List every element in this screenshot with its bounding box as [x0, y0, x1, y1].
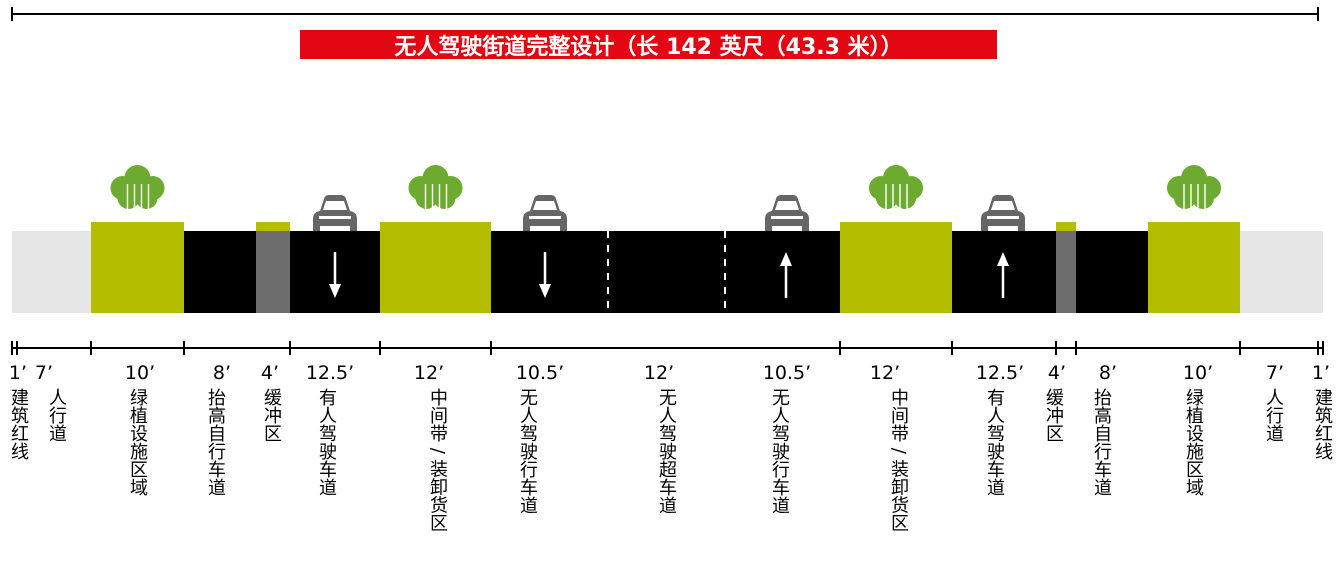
segment-name-label: 中间带 / 装卸货区 [888, 388, 909, 532]
segment-planter [1148, 222, 1240, 313]
segment-name-label: 抬高自行车道 [205, 388, 226, 496]
segment-sidewalk [17, 231, 91, 313]
segment-name-label: 绿植设施区域 [1183, 388, 1204, 496]
segment-planter [380, 222, 491, 313]
segment-name-label: 绿植设施区域 [127, 388, 148, 496]
segment-buffer [256, 222, 290, 313]
segment-width-label: 1’ [1311, 362, 1331, 384]
arrow-up-icon [780, 252, 792, 298]
segment-width-label: 10’ [124, 362, 156, 384]
segment-name-label: 抬高自行车道 [1091, 388, 1112, 496]
overall-rule-right-tick [1317, 7, 1319, 21]
segment-name-label: 缓冲区 [261, 388, 282, 442]
segment-name-label: 人行道 [46, 388, 67, 442]
overall-width-rule [12, 13, 1319, 15]
segment-line [1318, 231, 1323, 313]
buffer-planting-strip [256, 222, 290, 231]
segment-width-label: 7’ [1265, 362, 1285, 384]
tree-icon [1167, 165, 1221, 222]
tree-icon [110, 165, 165, 222]
segment-lane [725, 231, 840, 313]
segment-width-label: 7’ [34, 362, 54, 384]
buffer-planting-strip [1056, 222, 1076, 231]
segment-width-label: 8’ [212, 362, 232, 384]
segment-name-label: 无人驾驶行车道 [769, 388, 790, 514]
segment-width-label: 12.5’ [975, 362, 1025, 384]
segment-name-label: 有人驾驶车道 [984, 388, 1005, 496]
segment-bike [184, 231, 256, 313]
segment-width-label: 12.5’ [305, 362, 355, 384]
segment-name-label: 有人驾驶车道 [316, 388, 337, 496]
arrow-up-icon [997, 252, 1009, 298]
segment-width-label: 8’ [1098, 362, 1118, 384]
overall-rule-left-tick [11, 7, 13, 21]
segment-name-label: 无人驾驶超车道 [656, 388, 677, 514]
car-icon [523, 195, 567, 231]
car-icon [981, 195, 1025, 231]
segment-bike [1076, 231, 1148, 313]
segment-width-label: 10.5’ [762, 362, 812, 384]
segment-lane [608, 231, 725, 313]
segment-planter [91, 222, 184, 313]
segment-name-label: 缓冲区 [1043, 388, 1064, 442]
car-icon [765, 195, 809, 231]
segment-name-label: 建筑红线 [1312, 388, 1333, 460]
segment-line [12, 231, 17, 313]
segment-width-label: 12’ [643, 362, 675, 384]
tree-icon [408, 165, 463, 222]
diagram-title: 无人驾驶街道完整设计（长 142 英尺（43.3 米）） [394, 34, 903, 60]
segment-name-label: 中间带 / 装卸货区 [427, 388, 448, 532]
car-icon [313, 195, 357, 231]
segment-lane [491, 231, 608, 313]
segment-name-label: 人行道 [1263, 388, 1284, 442]
title-banner: 无人驾驶街道完整设计（长 142 英尺（43.3 米）） [300, 30, 997, 60]
segment-planter [840, 222, 952, 313]
segment-width-label: 4’ [1047, 362, 1067, 384]
arrow-down-icon [329, 252, 341, 298]
arrow-down-icon [539, 252, 551, 298]
segment-width-label: 10.5’ [515, 362, 565, 384]
segment-width-label: 10’ [1182, 362, 1214, 384]
segment-width-label: 4’ [260, 362, 280, 384]
tree-icon [869, 165, 923, 222]
segment-sidewalk [1240, 231, 1318, 313]
segment-width-label: 12’ [869, 362, 901, 384]
segment-width-label: 12’ [413, 362, 445, 384]
segment-name-label: 无人驾驶行车道 [517, 388, 538, 514]
segment-buffer [1056, 222, 1076, 313]
segment-name-label: 建筑红线 [8, 388, 29, 460]
segment-width-label: 1’ [8, 362, 28, 384]
